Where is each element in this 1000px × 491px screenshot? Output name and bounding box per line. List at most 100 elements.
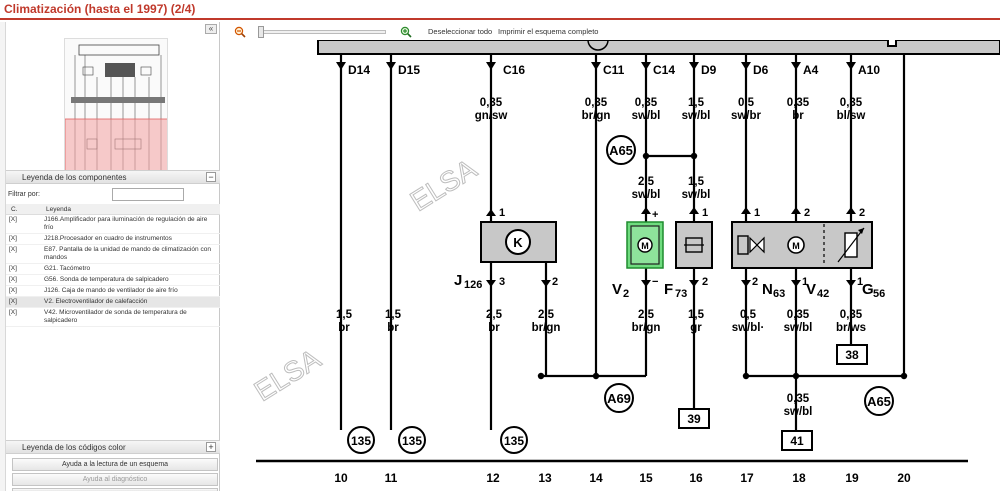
wire-color: br bbox=[338, 322, 350, 334]
wire-labels-bottom: 1,5 br 1,5 br 2,5 br 2,5 br/gn 2,5 br/gn… bbox=[336, 309, 866, 418]
zoom-out-icon[interactable] bbox=[234, 26, 246, 38]
component-subscript: 42 bbox=[817, 288, 829, 300]
svg-text:135: 135 bbox=[504, 434, 524, 448]
connector-label: A10 bbox=[858, 63, 880, 77]
table-row-v2[interactable]: [X] V2. Electroventilador de calefacción bbox=[6, 297, 220, 308]
v42-motor-symbol bbox=[787, 236, 805, 254]
wire-size: 2,5 bbox=[486, 309, 503, 321]
connector-label: D9 bbox=[701, 63, 717, 77]
print-diagram-link[interactable]: Imprimir el esquema completo bbox=[498, 27, 599, 36]
connection-point-a65-right bbox=[864, 386, 894, 416]
wire-size: 2,5 bbox=[538, 309, 555, 321]
wire-size: 1,5 bbox=[688, 309, 705, 321]
filter-label: Filtrar por: bbox=[8, 191, 40, 198]
row-checkbox[interactable]: [X] bbox=[9, 235, 17, 242]
row-checkbox[interactable]: [X] bbox=[9, 298, 17, 305]
wire-size: 0,35 bbox=[635, 97, 658, 109]
wire-size: 0,35 bbox=[480, 97, 503, 109]
components-legend-header[interactable]: Leyenda de los componentes − bbox=[6, 170, 220, 184]
row-checkbox[interactable]: [X] bbox=[9, 265, 17, 272]
wire-color: sw/bl bbox=[632, 110, 661, 122]
component-subscript: 126 bbox=[464, 279, 482, 291]
row-text: V2. Electroventilador de calefacción bbox=[44, 298, 148, 305]
table-row-v42[interactable]: [X] V42. Microventilador de sonda de tem… bbox=[6, 308, 220, 327]
zoom-slider-track[interactable] bbox=[258, 30, 386, 34]
row-checkbox[interactable]: [X] bbox=[9, 216, 17, 223]
component-v2[interactable]: M V 2 bbox=[612, 221, 664, 300]
components-legend-toggle[interactable]: − bbox=[206, 172, 216, 182]
component-g56[interactable]: G 56 bbox=[837, 227, 885, 300]
wire-color: sw/br bbox=[731, 110, 762, 122]
filter-input[interactable] bbox=[112, 188, 184, 201]
table-row-e87[interactable]: [X] E87. Pantalla de la unidad de mando … bbox=[6, 245, 220, 264]
color-codes-legend-toggle[interactable]: + bbox=[206, 442, 216, 452]
components-legend-title: Leyenda de los componentes bbox=[22, 173, 127, 182]
wire-color: br/ws bbox=[836, 322, 866, 334]
box-references[interactable]: 39 38 41 bbox=[678, 344, 868, 451]
connector-labels: D14 D15 C16 C11 C14 D9 D6 A4 A10 bbox=[348, 63, 880, 77]
wire-color: br/gn bbox=[632, 322, 661, 334]
ground-references[interactable]: 135 135 135 bbox=[347, 426, 528, 454]
junction-dots bbox=[537, 152, 908, 380]
control-unit-housing[interactable] bbox=[317, 40, 1000, 55]
collapse-panel-button[interactable]: « bbox=[205, 24, 217, 34]
window-title: Climatización (hasta el 1997) (2/4) bbox=[4, 2, 196, 16]
connection-points[interactable]: A65 A69 A65 bbox=[604, 135, 894, 416]
svg-text:38: 38 bbox=[845, 348, 859, 362]
column-header-legend[interactable]: Leyenda bbox=[46, 206, 71, 213]
wire-color: sw/bl bbox=[784, 406, 813, 418]
wire-size: 1,5 bbox=[688, 97, 705, 109]
wiring-diagram-canvas[interactable]: D14 D15 C16 C11 C14 D9 D6 A4 A10 0,35 gn… bbox=[222, 40, 1000, 491]
ground-ref-135 bbox=[500, 426, 528, 454]
third-button-partial[interactable] bbox=[12, 488, 218, 491]
table-row-j126[interactable]: [X] J126. Caja de mando de ventilador de… bbox=[6, 286, 220, 297]
j126-body bbox=[480, 221, 557, 263]
ground-ref-135 bbox=[347, 426, 375, 454]
track-number: 19 bbox=[845, 471, 859, 485]
row-text: J166.Amplificador para iluminación de re… bbox=[44, 216, 208, 231]
component-v42[interactable]: M V 42 bbox=[787, 236, 829, 300]
diagnostic-help-button[interactable]: Ayuda al diagnóstico bbox=[12, 473, 218, 486]
wire-color: sw/bl bbox=[784, 322, 813, 334]
diagram-thumbnail[interactable] bbox=[64, 38, 168, 180]
pin-number: 1 bbox=[754, 207, 760, 219]
connector-label: A4 bbox=[803, 63, 819, 77]
wire-size: 0,5 bbox=[740, 309, 757, 321]
wire-color: bl/sw bbox=[837, 110, 866, 122]
reading-help-button[interactable]: Ayuda a la lectura de un esquema bbox=[12, 458, 218, 471]
connector-label: C11 bbox=[603, 63, 625, 77]
table-row-g56[interactable]: [X] G56. Sonda de temperatura de salpica… bbox=[6, 275, 220, 286]
row-checkbox[interactable]: [X] bbox=[9, 276, 17, 283]
connection-point-a69 bbox=[604, 383, 634, 413]
svg-text:A69: A69 bbox=[607, 391, 631, 406]
row-checkbox[interactable]: [X] bbox=[9, 309, 17, 316]
deselect-all-link[interactable]: Deseleccionar todo bbox=[428, 27, 493, 36]
component-label: G bbox=[862, 281, 874, 298]
row-text: G21. Tacómetro bbox=[44, 265, 91, 272]
row-checkbox[interactable]: [X] bbox=[9, 246, 17, 253]
column-header-check[interactable]: C. bbox=[11, 206, 18, 213]
table-row-g21[interactable]: [X] G21. Tacómetro bbox=[6, 264, 220, 275]
wires bbox=[256, 54, 968, 463]
color-codes-legend-header[interactable]: Leyenda de los códigos color + bbox=[6, 440, 220, 454]
wire-color: br/gn bbox=[532, 322, 561, 334]
wire-size: 2,5 bbox=[638, 309, 655, 321]
wire-size: 0,35 bbox=[787, 393, 810, 405]
component-subscript: 2 bbox=[623, 288, 629, 300]
pin-number: 1 bbox=[702, 207, 708, 219]
track-number: 12 bbox=[486, 471, 500, 485]
track-number: 17 bbox=[740, 471, 754, 485]
connector-arrows bbox=[336, 62, 856, 287]
wire-size: 0,35 bbox=[840, 309, 863, 321]
zoom-slider-handle[interactable] bbox=[258, 26, 264, 38]
color-codes-legend-title: Leyenda de los códigos color bbox=[22, 443, 126, 452]
wire-color: br bbox=[488, 322, 500, 334]
table-row-j166[interactable]: [X] J166.Amplificador para iluminación d… bbox=[6, 215, 220, 234]
component-j126[interactable]: K J 126 bbox=[454, 221, 557, 291]
zoom-in-icon[interactable] bbox=[400, 26, 412, 38]
row-checkbox[interactable]: [X] bbox=[9, 287, 17, 294]
reference-box-38 bbox=[836, 344, 868, 365]
component-f73[interactable]: F 73 bbox=[664, 221, 713, 300]
component-n63[interactable]: N 63 bbox=[737, 235, 785, 300]
table-row-j218[interactable]: [X] J218.Procesador en cuadro de instrum… bbox=[6, 234, 220, 245]
